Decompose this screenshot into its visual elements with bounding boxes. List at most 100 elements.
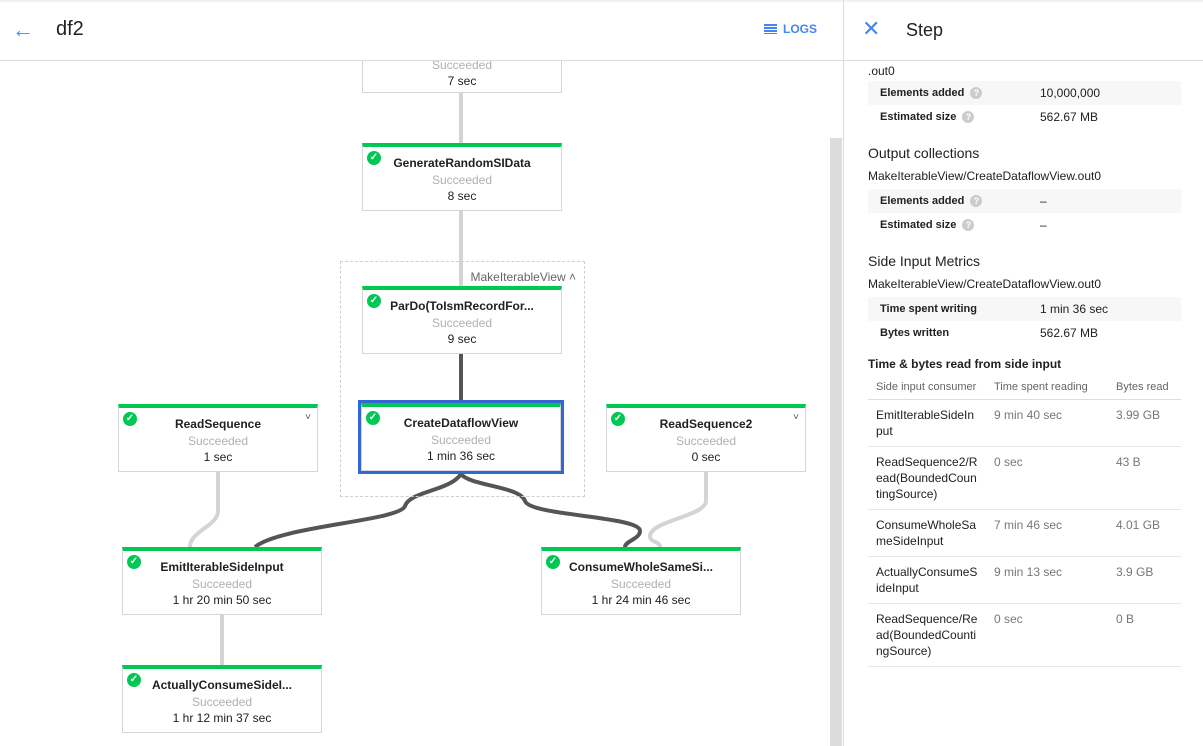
output-collection-name: MakeIterableView/CreateDataflowView.out0 bbox=[868, 169, 1102, 183]
check-circle-icon: ✓ bbox=[546, 555, 560, 569]
metric-label: Estimated size bbox=[880, 111, 957, 123]
node-name: ParDo(ToIsmRecordFor... bbox=[390, 299, 534, 313]
node-name: GenerateRandomSIData bbox=[393, 156, 531, 170]
node-status: Succeeded bbox=[430, 433, 492, 447]
table-cell: 0 B bbox=[1108, 603, 1181, 667]
metric-label: Time spent writing bbox=[880, 303, 977, 315]
node-duration: 1 hr 24 min 46 sec bbox=[591, 593, 691, 607]
node-status: Succeeded bbox=[191, 577, 253, 591]
node-duration: 9 sec bbox=[447, 332, 477, 346]
help-icon[interactable]: ? bbox=[970, 87, 983, 99]
table-cell: 3.99 GB bbox=[1108, 399, 1181, 447]
metric-label: Elements added bbox=[880, 195, 965, 207]
metric-row: Elements added? – bbox=[868, 189, 1181, 213]
table-cell: ReadSequence/Read(BoundedCountingSource) bbox=[868, 603, 986, 667]
metric-label: Estimated size bbox=[880, 219, 957, 231]
help-icon[interactable]: ? bbox=[970, 195, 983, 207]
edge bbox=[647, 472, 708, 548]
check-circle-icon: ✓ bbox=[366, 411, 380, 425]
metric-row: Time spent writing 1 min 36 sec bbox=[868, 297, 1181, 321]
node-duration: 0 sec bbox=[691, 450, 721, 464]
node-name: ReadSequence bbox=[174, 417, 262, 431]
table-cell: 43 B bbox=[1108, 446, 1181, 510]
check-circle-icon: ✓ bbox=[127, 673, 141, 687]
panel-title: Step bbox=[906, 20, 944, 40]
metric-label: Elements added bbox=[880, 87, 965, 99]
node-duration: 7 sec bbox=[447, 74, 477, 88]
graph-node[interactable]: ✓ ConsumeWholeSameSi... Succeeded 1 hr 24 m… bbox=[541, 547, 741, 615]
table-cell: 7 min 46 sec bbox=[986, 509, 1108, 557]
close-icon[interactable]: ✕ bbox=[862, 16, 881, 41]
graph-edges bbox=[188, 93, 708, 665]
metric-label: Bytes written bbox=[880, 327, 950, 339]
canvas-scrollbar[interactable] bbox=[830, 138, 842, 746]
chevron-down-icon[interactable]: ˅ bbox=[305, 412, 311, 423]
node-name: CreateDataflowView bbox=[403, 416, 519, 430]
table-row: ReadSequence/Read(BoundedCountingSource)… bbox=[868, 603, 1181, 667]
edge bbox=[188, 472, 220, 548]
table-cell: 4.01 GB bbox=[1108, 509, 1181, 557]
group-label[interactable]: MakeIterableView ˄ bbox=[470, 270, 576, 284]
help-icon[interactable]: ? bbox=[962, 219, 975, 231]
table-cell: 0 sec bbox=[986, 446, 1108, 510]
top-bar: ← df2 LOGS bbox=[0, 0, 843, 61]
job-graph[interactable]: Succeeded 7 sec MakeIterableView ˄ ✓ Gene… bbox=[0, 61, 830, 746]
node-status: Succeeded bbox=[187, 434, 249, 448]
edge bbox=[253, 472, 463, 549]
table-cell: ReadSequence2/Read(BoundedCountingSource… bbox=[868, 446, 986, 510]
list-icon bbox=[764, 24, 777, 34]
node-name: ReadSequence2 bbox=[659, 417, 753, 431]
metric-row: Estimated size?– bbox=[868, 213, 1181, 237]
column-header: Bytes read bbox=[1108, 377, 1181, 400]
column-header: Side input consumer bbox=[868, 377, 986, 400]
node-status: Succeeded bbox=[191, 695, 253, 709]
chevron-up-icon: ˄ bbox=[568, 270, 576, 284]
table-cell: ActuallyConsumeSideInput bbox=[868, 556, 986, 604]
node-status: Succeeded bbox=[431, 316, 493, 330]
metric-value: 562.67 MB bbox=[1040, 326, 1099, 340]
edge bbox=[459, 472, 643, 548]
graph-node-partial[interactable]: Succeeded 7 sec bbox=[362, 61, 562, 93]
node-status: Succeeded bbox=[431, 61, 493, 72]
table-cell: 0 sec bbox=[986, 603, 1108, 667]
metric-value: – bbox=[1040, 194, 1047, 208]
node-status: Succeeded bbox=[675, 434, 737, 448]
node-status: Succeeded bbox=[610, 577, 672, 591]
table-cell: 9 min 13 sec bbox=[986, 556, 1108, 604]
read-heading: Time & bytes read from side input bbox=[868, 357, 1062, 371]
logs-button[interactable]: LOGS bbox=[764, 22, 817, 36]
help-icon[interactable]: ? bbox=[962, 111, 975, 123]
table-cell: 9 min 40 sec bbox=[986, 399, 1108, 447]
check-circle-icon: ✓ bbox=[123, 412, 137, 426]
metric-row: Bytes written 562.67 MB bbox=[868, 321, 1181, 345]
side-collection-name: MakeIterableView/CreateDataflowView.out0 bbox=[868, 277, 1102, 291]
arrow-left-icon[interactable]: ← bbox=[12, 17, 34, 42]
metric-value: 562.67 MB bbox=[1040, 110, 1099, 124]
column-header: Time spent reading bbox=[986, 377, 1108, 400]
node-status: Succeeded bbox=[431, 173, 493, 187]
chevron-down-icon[interactable]: ˅ bbox=[793, 412, 799, 423]
metric-value: 10,000,000 bbox=[1040, 86, 1101, 100]
table-row: ReadSequence2/Read(BoundedCountingSource… bbox=[868, 446, 1181, 510]
node-name: ConsumeWholeSameSi... bbox=[568, 560, 714, 574]
output-collections-heading: Output collections bbox=[868, 145, 980, 161]
node-name: ActuallyConsumeSideI... bbox=[151, 678, 293, 692]
table-cell: ConsumeWholeSameSideInput bbox=[868, 509, 986, 557]
input-collection-name: .out0 bbox=[868, 64, 895, 78]
job-title: df2 bbox=[56, 18, 84, 40]
metric-value: 1 min 36 sec bbox=[1040, 302, 1109, 316]
table-cell: 3.9 GB bbox=[1108, 556, 1181, 604]
logs-label: LOGS bbox=[783, 22, 818, 36]
check-circle-icon: ✓ bbox=[611, 412, 625, 426]
